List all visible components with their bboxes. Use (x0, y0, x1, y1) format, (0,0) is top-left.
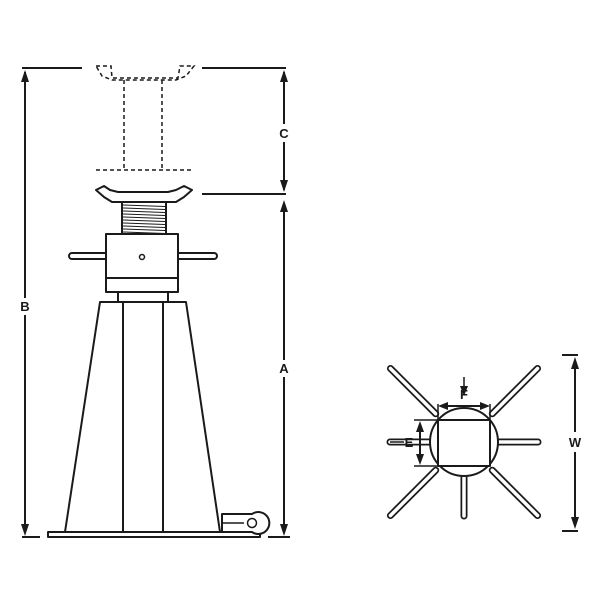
dimension-b-label: B (20, 299, 29, 314)
dimension-f-label: F (460, 387, 468, 402)
dimension-e: E (390, 419, 438, 467)
leg-fill (388, 366, 438, 416)
extended-saddle-outline (94, 65, 196, 171)
square-post (437, 419, 491, 467)
leg-fill (490, 366, 540, 416)
screw-thread (122, 222, 166, 225)
dimension-w: W (562, 354, 582, 532)
screw-thread (122, 219, 166, 222)
dimension-b: B (20, 67, 82, 538)
screw-thread (122, 210, 166, 213)
collar (105, 233, 179, 303)
dimension-c: C (202, 67, 289, 195)
threaded-screw (121, 201, 167, 235)
tapered-base (64, 301, 221, 533)
collar-pin-hole (138, 253, 146, 261)
jack-stand-side-view (47, 65, 271, 538)
dimension-f: F (437, 377, 491, 420)
locking-pin (221, 511, 271, 535)
screw-thread (122, 207, 166, 210)
leg-fill (388, 468, 438, 518)
screw-thread (122, 228, 166, 231)
screw-thread (122, 216, 166, 219)
dimension-a: A (268, 200, 290, 538)
dimension-e-label: E (405, 435, 414, 450)
dimension-c-label: C (279, 126, 289, 141)
dimension-w-label: W (569, 435, 582, 450)
leg-fill (490, 468, 540, 518)
saddle (95, 185, 193, 203)
screw-thread (122, 213, 166, 216)
screw-thread (122, 225, 166, 228)
screw-thread (122, 204, 166, 207)
dimension-a-label: A (279, 361, 289, 376)
